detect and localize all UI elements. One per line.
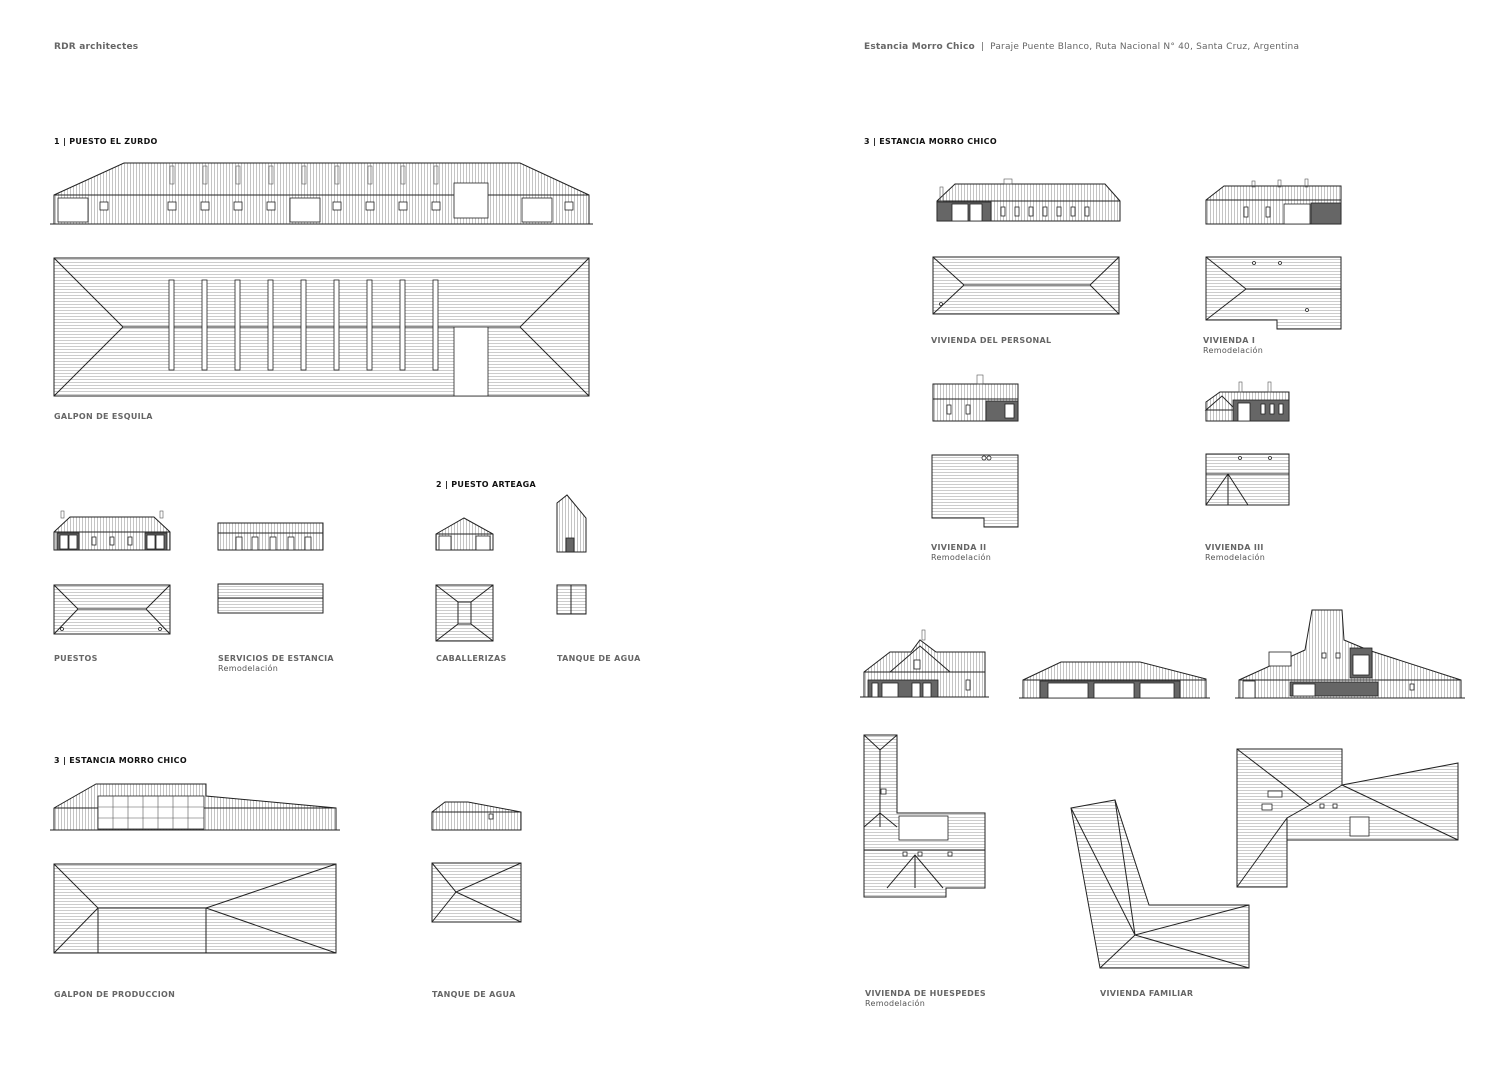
vivienda-familiar-elevation-1 — [1019, 661, 1210, 699]
caption-servicios: SERVICIOS DE ESTANCIA Remodelación — [218, 654, 334, 674]
caption-vivienda-personal: VIVIENDA DEL PERSONAL — [931, 336, 1052, 345]
caption-vivienda-ii-sub: Remodelación — [931, 553, 992, 562]
caption-vivienda-ii-title: VIVIENDA II — [931, 543, 987, 552]
puestos-elevation — [53, 510, 171, 551]
galpon-esquila-elevation — [50, 162, 593, 225]
tanque-agua-1-elevation — [556, 494, 587, 553]
vivienda-i-elevation — [1205, 178, 1342, 225]
caption-vivienda-iii-sub: Remodelación — [1205, 553, 1266, 562]
vivienda-ii-roof-plan — [931, 454, 1019, 528]
caption-servicios-title: SERVICIOS DE ESTANCIA — [218, 654, 334, 663]
puestos-roof-plan — [53, 584, 171, 635]
galpon-produccion-elevation — [50, 783, 340, 831]
caption-tanque-agua-2: TANQUE DE AGUA — [432, 990, 516, 999]
servicios-elevation — [217, 522, 324, 551]
caballerizas-elevation — [435, 517, 494, 551]
vivienda-huespedes-roof-plan — [863, 734, 986, 898]
vivienda-familiar-roof-plan-l — [1070, 799, 1250, 969]
caption-galpon-esquila: GALPON DE ESQUILA — [54, 412, 153, 421]
caption-vivienda-iii: VIVIENDA III Remodelación — [1205, 543, 1265, 563]
servicios-roof-plan — [217, 583, 324, 614]
vivienda-huespedes-elevation — [860, 629, 989, 698]
caballerizas-roof-plan — [435, 584, 494, 642]
caption-puestos: PUESTOS — [54, 654, 98, 663]
project-address: Paraje Puente Blanco, Ruta Nacional N° 4… — [990, 42, 1300, 52]
header-separator: | — [980, 42, 985, 52]
section-title-puesto-arteaga: 2 | PUESTO ARTEAGA — [436, 480, 536, 489]
caption-servicios-sub: Remodelación — [218, 664, 279, 673]
galpon-produccion-roof-plan — [53, 863, 337, 954]
caption-vivienda-i: VIVIENDA I Remodelación — [1203, 336, 1263, 356]
section-title-estancia-left: 3 | ESTANCIA MORRO CHICO — [54, 756, 187, 765]
vivienda-personal-roof-plan — [932, 256, 1120, 315]
caption-vivienda-huespedes-sub: Remodelación — [865, 999, 926, 1008]
tanque-agua-2-elevation — [431, 801, 522, 831]
caption-tanque-agua-1: TANQUE DE AGUA — [557, 654, 641, 663]
caption-vivienda-iii-title: VIVIENDA III — [1205, 543, 1264, 552]
tanque-agua-2-plan — [431, 862, 522, 923]
caption-vivienda-ii: VIVIENDA II Remodelación — [931, 543, 991, 563]
office-name: RDR architectes — [54, 42, 139, 52]
vivienda-iii-roof-plan — [1205, 453, 1290, 506]
section-title-estancia-right: 3 | ESTANCIA MORRO CHICO — [864, 137, 997, 146]
project-name: Estancia Morro Chico — [864, 42, 975, 52]
vivienda-ii-elevation — [932, 374, 1019, 422]
vivienda-personal-elevation — [936, 178, 1121, 222]
header-left: RDR architectes — [54, 42, 138, 52]
header-right: Estancia Morro Chico | Paraje Puente Blanc… — [864, 42, 1299, 52]
vivienda-familiar-roof-plan-main — [1236, 748, 1459, 888]
caption-vivienda-huespedes-title: VIVIENDA DE HUESPEDES — [865, 989, 986, 998]
section-title-puesto-el-zurdo: 1 | PUESTO EL ZURDO — [54, 137, 158, 146]
vivienda-iii-elevation — [1204, 381, 1290, 422]
caption-vivienda-familiar: VIVIENDA FAMILIAR — [1100, 989, 1194, 998]
caption-vivienda-i-sub: Remodelación — [1203, 346, 1264, 355]
galpon-esquila-roof-plan — [53, 257, 590, 397]
vivienda-familiar-elevation-2 — [1235, 609, 1465, 699]
caption-caballerizas: CABALLERIZAS — [436, 654, 507, 663]
caption-vivienda-huespedes: VIVIENDA DE HUESPEDES Remodelación — [865, 989, 986, 1009]
vivienda-i-roof-plan — [1205, 256, 1342, 330]
caption-vivienda-i-title: VIVIENDA I — [1203, 336, 1256, 345]
tanque-agua-1-plan — [556, 584, 587, 615]
caption-galpon-produccion: GALPON DE PRODUCCION — [54, 990, 176, 999]
